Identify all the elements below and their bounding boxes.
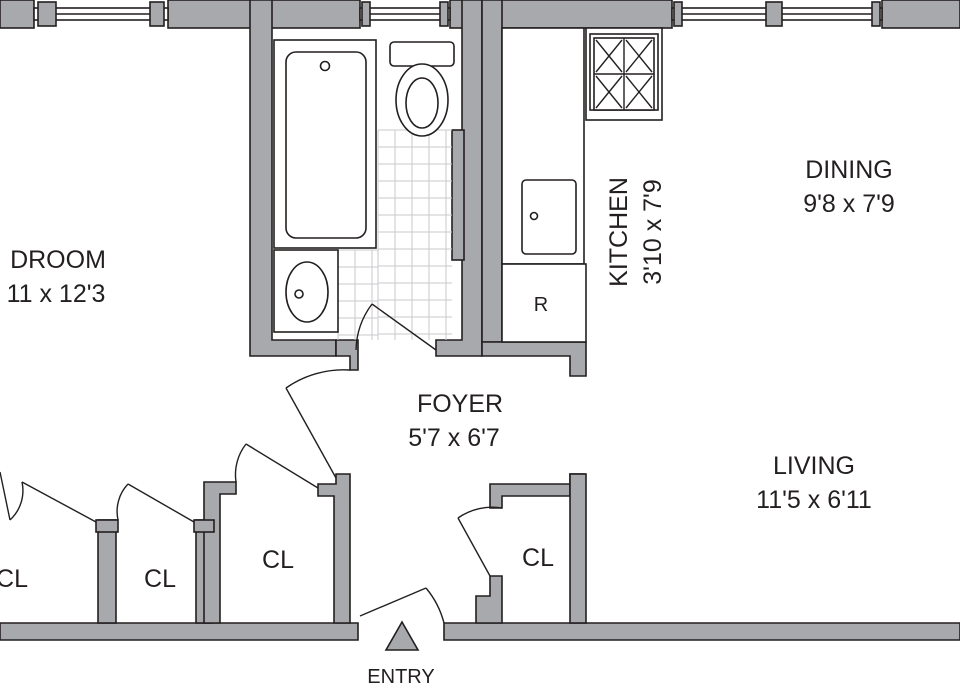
room-dims-kitchen: 3'10 x 7'9 [639, 179, 667, 284]
bedroom-door[interactable] [285, 369, 351, 479]
bathroom-wall [451, 129, 465, 261]
kitchen-wall [481, 341, 587, 377]
closet-wall [97, 519, 117, 624]
room-name-foyer: FOYER [417, 390, 503, 418]
closet-wall [203, 481, 237, 624]
window [359, 1, 451, 27]
closet-wall [193, 519, 215, 533]
entry-label: ENTRY [367, 666, 434, 685]
toilet [389, 41, 455, 137]
refrigerator-label: R [534, 294, 548, 316]
room-dims-foyer: 5'7 x 6'7 [408, 424, 500, 452]
room-dims-dining: 9'8 x 7'9 [803, 190, 895, 218]
closet-label: CL [0, 565, 28, 593]
closet-wall [569, 473, 587, 624]
kitchen-wall [481, 0, 503, 343]
window [671, 1, 883, 27]
room-dims-bedroom: 11 x 12'3 [7, 280, 106, 308]
refrigerator: R [501, 263, 587, 343]
stove [585, 27, 663, 121]
entry-door[interactable] [359, 587, 445, 624]
kitchen-sink [521, 179, 577, 255]
bathroom-wall [435, 0, 483, 357]
room-name-kitchen: KITCHEN [605, 177, 633, 287]
room-dims-living: 11'5 x 6'11 [756, 486, 872, 514]
closet-label: CL [262, 546, 294, 574]
closet-wall [95, 519, 119, 533]
closet-door[interactable] [234, 443, 319, 489]
closet-door[interactable] [0, 471, 97, 523]
bathroom-wall [335, 339, 359, 371]
window [33, 1, 169, 27]
room-name-living: LIVING [773, 452, 855, 480]
entry-wall [443, 622, 960, 641]
room-name-dining: DINING [805, 156, 893, 184]
closet-wall [0, 622, 359, 641]
closet-label: CL [144, 565, 176, 593]
closet-door[interactable] [457, 506, 503, 577]
bathroom-door[interactable] [355, 303, 437, 351]
closet-wall [317, 473, 351, 624]
bathtub [273, 39, 377, 249]
closet-label: CL [522, 544, 554, 572]
closet-door[interactable] [116, 483, 195, 523]
entry-arrow-icon [384, 620, 420, 651]
room-name-bedroom: DROOM [10, 246, 106, 274]
closet-wall [475, 575, 503, 624]
bathroom-sink [273, 249, 339, 333]
